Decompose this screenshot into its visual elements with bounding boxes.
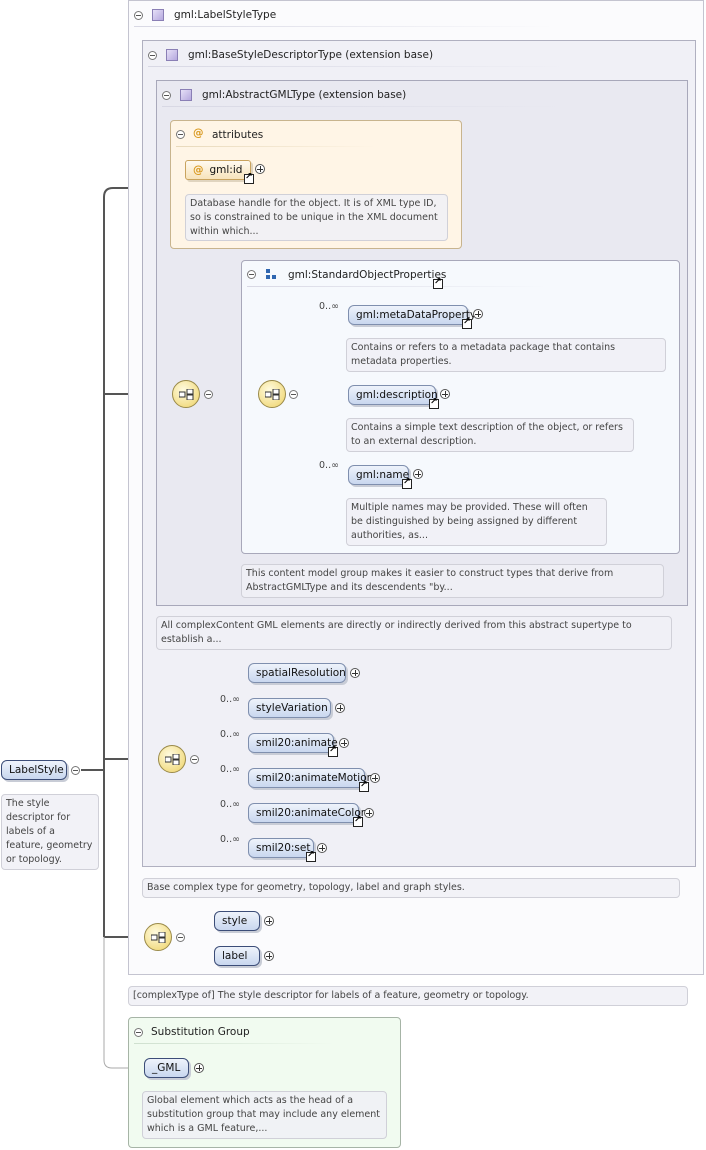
sequence-compositor-base[interactable] xyxy=(158,745,186,773)
name-doc: Multiple names may be provided. These wi… xyxy=(346,498,607,546)
reference-icon[interactable] xyxy=(429,397,439,409)
base-style-doc: Base complex type for geometry, topology… xyxy=(142,878,680,898)
reference-icon[interactable] xyxy=(359,780,369,792)
collapse-icon[interactable] xyxy=(71,766,80,775)
spatialresolution-element[interactable]: spatialResolution xyxy=(248,663,346,683)
cardinality: 0..∞ xyxy=(220,729,240,740)
cardinality: 0..∞ xyxy=(220,694,240,705)
base-style-name: gml:BaseStyleDescriptorType (extension b… xyxy=(188,49,434,61)
substitution-doc: Global element which acts as the head of… xyxy=(142,1091,387,1139)
collapse-icon[interactable] xyxy=(247,270,256,279)
gml-name-element[interactable]: gml:name xyxy=(348,465,409,485)
gml-id-doc: Database handle for the object. It is of… xyxy=(185,194,448,241)
collapse-icon[interactable] xyxy=(134,11,143,20)
expand-icon[interactable] xyxy=(339,738,349,748)
element-label: smil20:set xyxy=(256,842,311,854)
smil20-animate-element[interactable]: smil20:animate xyxy=(248,733,338,753)
expand-icon[interactable] xyxy=(364,808,374,818)
expand-icon[interactable] xyxy=(264,951,274,961)
sequence-compositor-attrs[interactable] xyxy=(172,380,200,408)
element-label: gml:description xyxy=(356,389,438,401)
expand-icon[interactable] xyxy=(413,469,423,479)
collapse-icon[interactable] xyxy=(176,130,185,139)
expand-icon[interactable] xyxy=(255,164,265,174)
sequence-compositor-label[interactable] xyxy=(144,923,172,951)
description-doc: Contains a simple text description of th… xyxy=(346,418,634,452)
reference-icon[interactable] xyxy=(402,477,412,489)
collapse-icon[interactable] xyxy=(162,91,171,100)
collapse-icon[interactable] xyxy=(204,390,213,399)
element-label: smil20:animateMotion xyxy=(256,772,374,784)
gml-id-label: gml:id xyxy=(209,164,243,176)
complex-type-icon xyxy=(180,89,192,101)
attribute-icon: @ xyxy=(193,164,204,176)
reference-icon[interactable] xyxy=(328,745,338,757)
gml-head-element[interactable]: _GML xyxy=(144,1058,189,1078)
collapse-icon[interactable] xyxy=(190,755,199,764)
type-name: gml:LabelStyleType xyxy=(174,9,277,21)
smil20-animatecolor-element[interactable]: smil20:animateColor xyxy=(248,803,365,823)
reference-icon[interactable] xyxy=(433,277,443,289)
reference-icon[interactable] xyxy=(353,815,363,827)
element-label: spatialResolution xyxy=(256,667,346,679)
sequence-icon xyxy=(165,754,180,765)
labelstyle-element[interactable]: LabelStyle xyxy=(1,760,67,780)
expand-icon[interactable] xyxy=(440,389,450,399)
expand-icon[interactable] xyxy=(194,1063,204,1073)
cardinality: 0..∞ xyxy=(319,460,339,471)
complex-type-icon xyxy=(152,9,164,21)
stylevariation-element[interactable]: styleVariation xyxy=(248,698,331,718)
std-props-doc: This content model group makes it easier… xyxy=(241,564,664,598)
cardinality: 0..∞ xyxy=(220,834,240,845)
gml-description-element[interactable]: gml:description xyxy=(348,385,438,405)
cardinality: 0..∞ xyxy=(220,764,240,775)
metadataproperty-doc: Contains or refers to a metadata package… xyxy=(346,338,666,372)
attribute-icon: @ xyxy=(193,127,204,139)
style-element[interactable]: style xyxy=(214,911,260,931)
sequence-icon xyxy=(179,389,194,400)
expand-icon[interactable] xyxy=(370,773,380,783)
reference-icon[interactable] xyxy=(306,850,316,862)
collapse-icon[interactable] xyxy=(289,390,298,399)
element-label: smil20:animate xyxy=(256,737,338,749)
group-icon xyxy=(266,269,276,279)
label-element[interactable]: label xyxy=(214,946,260,966)
reference-icon[interactable] xyxy=(244,172,254,184)
std-props-name: gml:StandardObjectProperties xyxy=(288,269,447,281)
expand-icon[interactable] xyxy=(317,843,327,853)
smil20-animatemotion-element[interactable]: smil20:animateMotion xyxy=(248,768,373,788)
element-label: gml:metaDataProperty xyxy=(356,309,477,321)
element-label: _GML xyxy=(152,1062,181,1074)
reference-icon[interactable] xyxy=(462,317,472,329)
cardinality: 0..∞ xyxy=(220,799,240,810)
element-label: label xyxy=(222,950,248,962)
expand-icon[interactable] xyxy=(473,309,483,319)
sequence-icon xyxy=(151,932,166,943)
smil20-set-element[interactable]: smil20:set xyxy=(248,838,314,858)
expand-icon[interactable] xyxy=(335,703,345,713)
cardinality: 0..∞ xyxy=(319,301,339,312)
substitution-title: Substitution Group xyxy=(151,1026,250,1038)
complex-type-icon xyxy=(166,49,178,61)
element-label: LabelStyle xyxy=(9,764,64,776)
abstract-gml-doc: All complexContent GML elements are dire… xyxy=(156,616,672,650)
sequence-icon xyxy=(265,389,280,400)
abstract-gml-name: gml:AbstractGMLType (extension base) xyxy=(202,89,407,101)
collapse-icon[interactable] xyxy=(134,1028,143,1037)
element-label: style xyxy=(222,915,248,927)
gml-metadataproperty-element[interactable]: gml:metaDataProperty xyxy=(348,305,476,325)
element-label: smil20:animateColor xyxy=(256,807,366,819)
collapse-icon[interactable] xyxy=(148,51,157,60)
expand-icon[interactable] xyxy=(350,668,360,678)
element-label: gml:name xyxy=(356,469,410,481)
attributes-title: attributes xyxy=(212,129,264,141)
sequence-compositor-std[interactable] xyxy=(258,380,286,408)
expand-icon[interactable] xyxy=(264,916,274,926)
element-label: styleVariation xyxy=(256,702,328,714)
collapse-icon[interactable] xyxy=(176,933,185,942)
gml-id-attribute[interactable]: @ gml:id xyxy=(185,160,251,180)
root-doc: The style descriptor for labels of a fea… xyxy=(1,794,99,870)
type-doc: [complexType of] The style descriptor fo… xyxy=(128,986,688,1006)
